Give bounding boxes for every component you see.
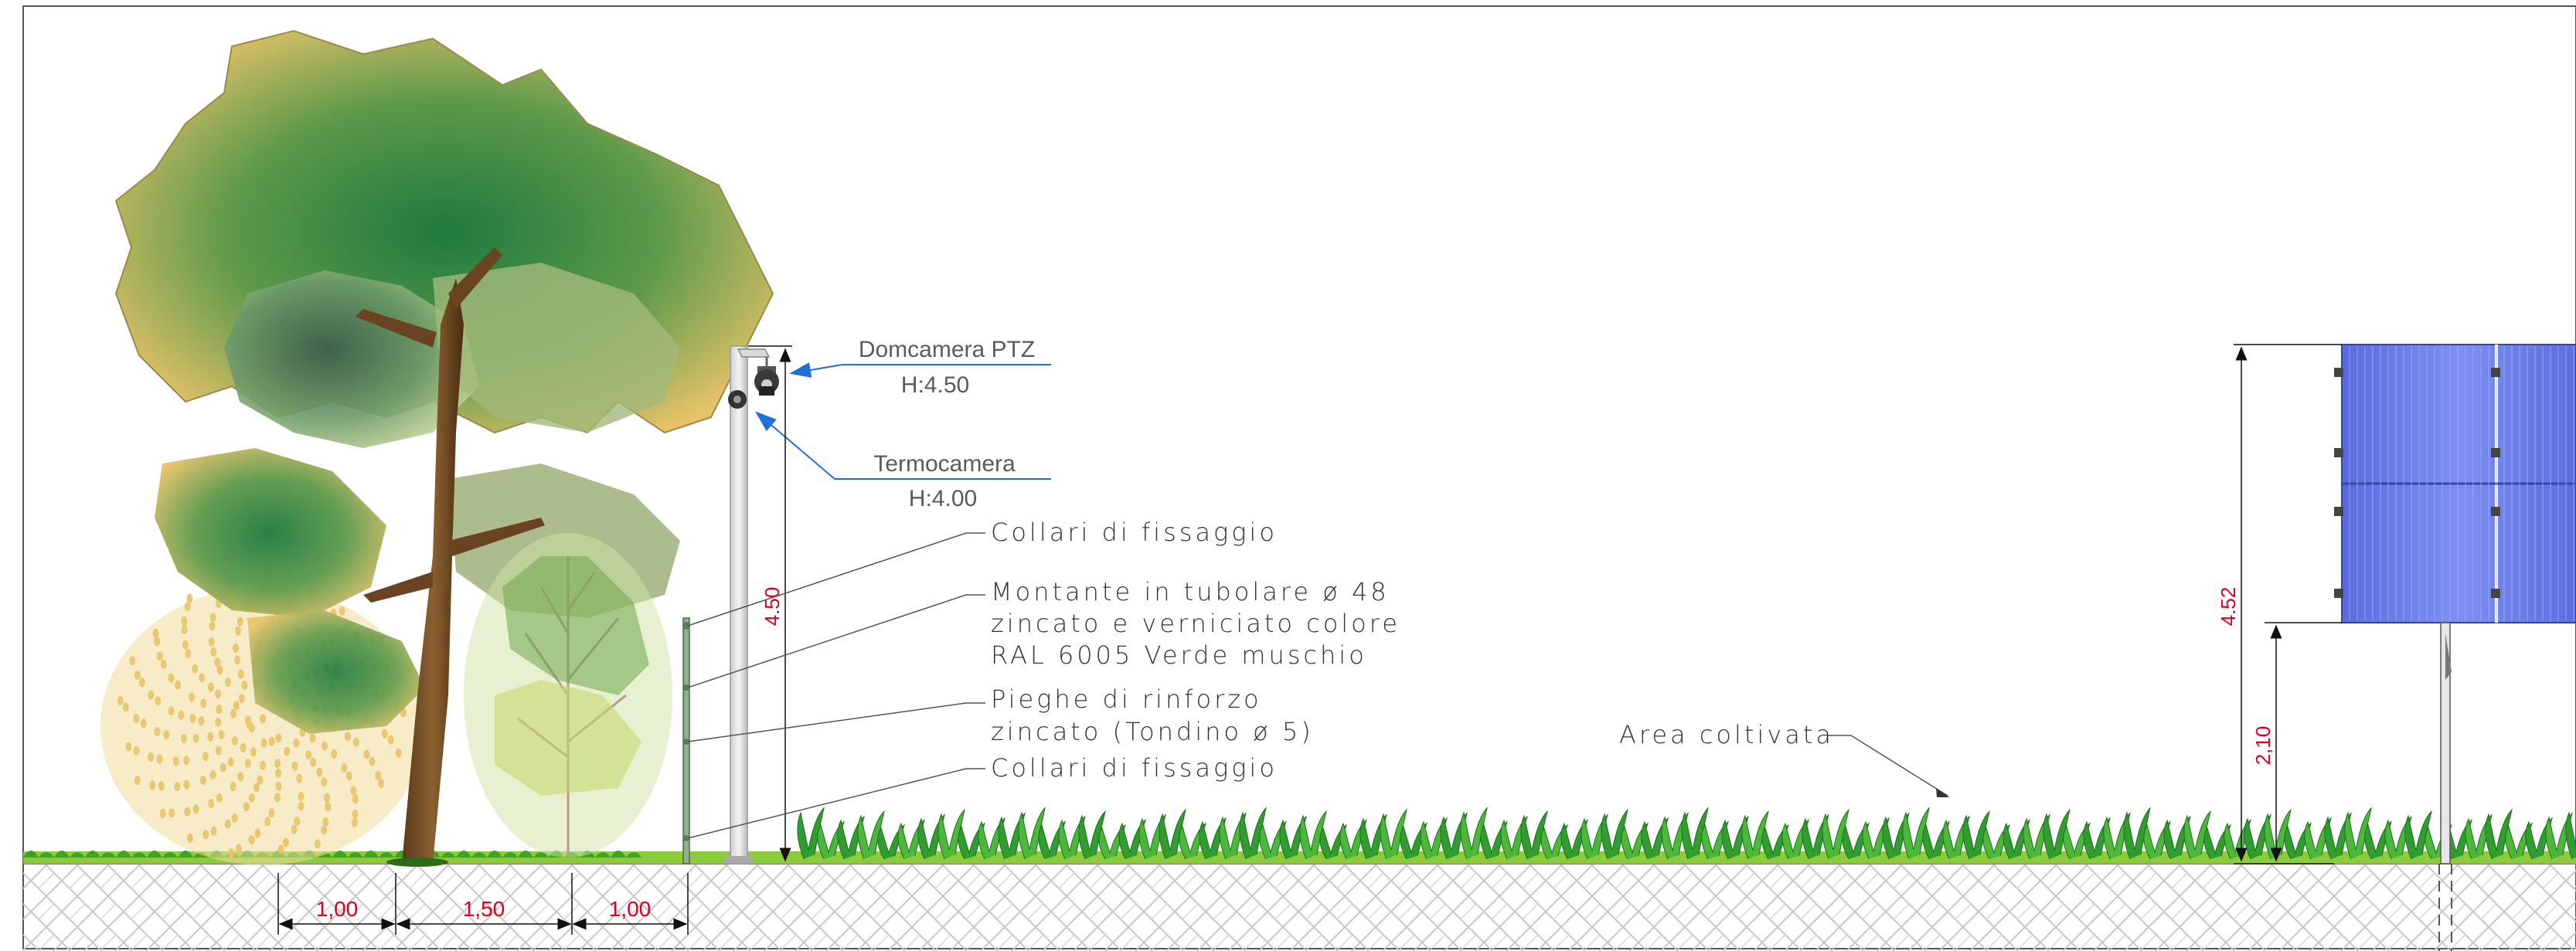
- dome-camera-callout: Domcamera PTZ H:4.50: [789, 337, 1051, 398]
- note-collars-top: Collari di fissaggio: [991, 518, 1278, 547]
- pole-height-value: 4.50: [761, 587, 784, 627]
- panel-dimensions: [2234, 344, 2342, 864]
- spacing-1-value: 1,00: [316, 897, 359, 921]
- thermal-camera-height: H:4.00: [909, 486, 977, 511]
- solar-panel-icon: [2334, 344, 2576, 951]
- crop-row-icon: [797, 807, 2576, 860]
- dome-camera-label: Domcamera PTZ: [859, 337, 1035, 362]
- spacing-dimensions: [277, 873, 689, 935]
- note-post-line1: Montante in tubolare ø 48: [991, 577, 1390, 606]
- note-crop-area: Area coltivata: [1619, 720, 1834, 749]
- note-collars-bottom: Collari di fissaggio: [991, 753, 1278, 783]
- note-leaders: [687, 532, 1948, 839]
- spacing-2-value: 1,50: [463, 897, 505, 921]
- note-post-line3: RAL 6005 Verde muschio: [991, 640, 1367, 670]
- thermal-camera-icon: [728, 390, 747, 409]
- fence-post: [682, 617, 690, 864]
- ground-section: [23, 863, 2576, 951]
- panel-height-value: 4.52: [2217, 587, 2240, 627]
- pole-height-dimension: 4.50: [748, 345, 792, 862]
- dome-camera-icon: [754, 366, 779, 396]
- shrub-icon: [464, 533, 672, 858]
- dome-camera-height: H:4.50: [901, 372, 969, 398]
- tree-icon: [100, 29, 774, 867]
- spacing-3-value: 1,00: [609, 897, 652, 921]
- thermal-camera-callout: Termocamera H:4.00: [754, 411, 1051, 511]
- thermal-camera-label: Termocamera: [873, 451, 1016, 477]
- note-bends-line1: Pieghe di rinforzo: [991, 684, 1262, 714]
- note-post-line2: zincato e verniciato colore: [991, 609, 1400, 638]
- panel-clearance-value: 2,10: [2251, 726, 2275, 766]
- note-bends-line2: zincato (Tondino ø 5): [991, 717, 1314, 746]
